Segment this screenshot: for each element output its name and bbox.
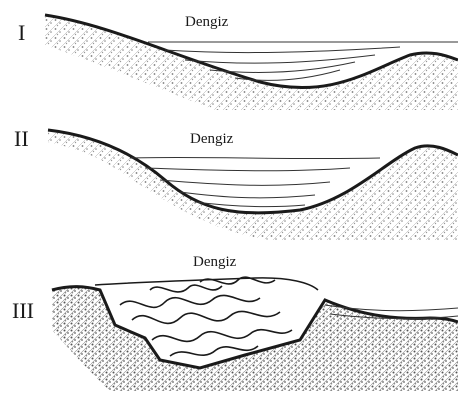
panel-2: II Dengiz xyxy=(14,126,458,240)
panel-1-numeral: I xyxy=(18,20,25,45)
panel-2-numeral: II xyxy=(14,126,29,151)
panel-1: I Dengiz xyxy=(18,14,458,110)
panel-1-sea-label: Dengiz xyxy=(185,14,229,30)
panel-3-numeral: III xyxy=(12,298,34,323)
panel-3-sea-label: Dengiz xyxy=(193,254,237,270)
panel-3: III Dengiz xyxy=(12,254,458,391)
panel-2-sea-label: Dengiz xyxy=(190,131,234,147)
